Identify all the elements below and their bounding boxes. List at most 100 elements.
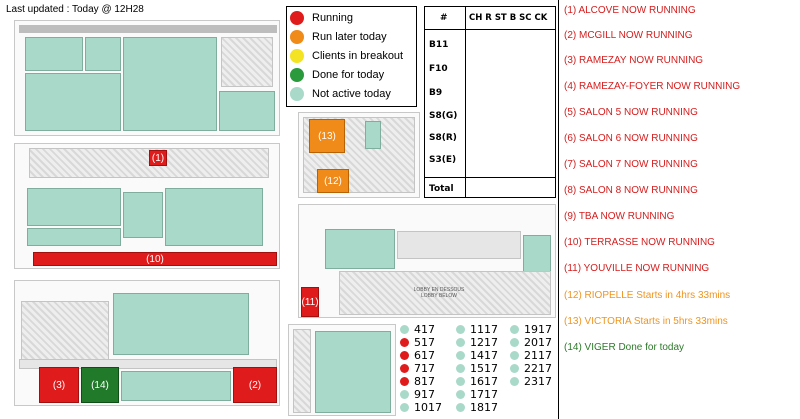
room-number-item: 1217	[456, 336, 498, 349]
room-number-label: 2217	[524, 362, 552, 375]
orange-dot-icon	[290, 30, 304, 44]
table-divider	[425, 29, 555, 30]
status-dot-icon	[510, 377, 519, 386]
room-number-label: 1517	[470, 362, 498, 375]
status-dot-icon	[400, 390, 409, 399]
room-number-label: 517	[414, 336, 435, 349]
room-number-item: 817	[400, 375, 435, 388]
room-number-item: 1417	[456, 349, 498, 362]
room-number-label: 2117	[524, 349, 552, 362]
floor-plan-3-room-a	[113, 293, 249, 355]
status-dot-icon	[456, 325, 465, 334]
room-number-label: 1017	[414, 401, 442, 414]
floor-plan-1-room-c	[85, 37, 121, 71]
room-number-item: 2117	[510, 349, 552, 362]
zone-ramezay[interactable]: (3)	[39, 367, 79, 403]
floor-plan-6-corridor	[293, 329, 311, 413]
room-number-label: 1617	[470, 375, 498, 388]
zone-youville[interactable]: (11)	[301, 287, 319, 317]
room-number-label: 1117	[470, 323, 498, 336]
floor-plan-1-room-d	[123, 37, 217, 131]
status-dot-icon	[456, 377, 465, 386]
room-status-item: (5) SALON 5 NOW RUNNING	[564, 107, 698, 118]
table-row-label: S8(R)	[429, 133, 457, 143]
room-number-label: 2317	[524, 375, 552, 388]
floor-plan-5-upper-hall	[397, 231, 521, 259]
room-number-item: 1917	[510, 323, 552, 336]
table-divider	[425, 177, 555, 178]
room-status-item: (14) VIGER Done for today	[564, 342, 685, 353]
room-number-item: 2017	[510, 336, 552, 349]
floor-plan-5-room-a	[325, 229, 395, 269]
status-dot-icon	[400, 338, 409, 347]
status-dot-icon	[510, 351, 519, 360]
room-number-item: 2317	[510, 375, 552, 388]
teal-dot-icon	[290, 87, 304, 101]
floor-plan-6	[288, 324, 396, 416]
floor-plan-2-room-d	[165, 188, 263, 246]
room-number-label: 1917	[524, 323, 552, 336]
table-row-label: S3(E)	[429, 155, 457, 165]
table-total-label: Total	[429, 184, 454, 194]
table-divider	[465, 7, 466, 197]
legend-item-run-later: Run later today	[290, 28, 387, 46]
floor-plan-4: (13) (12)	[298, 112, 420, 198]
legend-label: Run later today	[312, 31, 387, 43]
room-status-item: (11) YOUVILLE NOW RUNNING	[564, 263, 710, 274]
floor-plan-1-room-b	[25, 73, 121, 131]
room-numbers-grid: 417 517 617 717 817 917 1017 1117 1217 1…	[398, 322, 558, 419]
room-number-label: 417	[414, 323, 435, 336]
room-number-label: 817	[414, 375, 435, 388]
floor-plan-2-room-b	[27, 228, 121, 246]
legend-item-breakout: Clients in breakout	[290, 47, 403, 65]
summary-table: # CH R ST B SC CK B11 F10 B9 S8(G) S8(R)…	[424, 6, 556, 198]
room-status-item: (6) SALON 6 NOW RUNNING	[564, 133, 698, 144]
status-dot-icon	[400, 351, 409, 360]
floor-plan-1-room-a	[25, 37, 83, 71]
green-dot-icon	[290, 68, 304, 82]
room-number-item: 1617	[456, 375, 498, 388]
room-number-label: 617	[414, 349, 435, 362]
room-number-item: 617	[400, 349, 435, 362]
room-number-label: 917	[414, 388, 435, 401]
room-status-item: (9) TBA NOW RUNNING	[564, 211, 675, 222]
room-status-item: (12) RIOPELLE Starts in 4hrs 33mins	[564, 290, 731, 301]
room-number-item: 917	[400, 388, 435, 401]
zone-alcove[interactable]: (1)	[149, 150, 167, 166]
room-number-item: 1717	[456, 388, 498, 401]
floor-plan-1	[14, 20, 280, 136]
table-hash-header: #	[440, 13, 448, 23]
room-number-label: 1717	[470, 388, 498, 401]
floor-plan-5: LOBBY EN DESSOUS LOBBY BELOW (11)	[298, 204, 556, 318]
zone-terrasse[interactable]: (10)	[33, 252, 277, 266]
room-status-item: (7) SALON 7 NOW RUNNING	[564, 159, 698, 170]
legend-label: Clients in breakout	[312, 50, 404, 62]
floor-plan-4-room-a	[365, 121, 381, 149]
table-column-header: CH R ST B SC CK	[469, 13, 548, 23]
zone-mcgill[interactable]: (2)	[233, 367, 277, 403]
status-dot-icon	[400, 403, 409, 412]
legend-label: Done for today	[312, 69, 385, 81]
table-row-label: B11	[429, 40, 449, 50]
floor-plan-3-corridor	[19, 359, 277, 369]
zone-victoria[interactable]: (13)	[309, 119, 345, 153]
legend-item-done: Done for today	[290, 66, 384, 84]
room-status-item: (4) RAMEZAY-FOYER NOW RUNNING	[564, 81, 741, 92]
room-status-item: (2) MCGILL NOW RUNNING	[564, 30, 693, 41]
status-dot-icon	[510, 338, 519, 347]
floor-plan-1-service	[221, 37, 273, 87]
floor-plan-6-room-a	[315, 331, 391, 413]
room-number-item: 517	[400, 336, 435, 349]
room-number-label: 1817	[470, 401, 498, 414]
legend-item-not-active: Not active today	[290, 85, 391, 103]
zone-riopelle[interactable]: (12)	[317, 169, 349, 193]
floor-plan-1-corridor	[19, 25, 277, 33]
floor-plan-2: (1) (10)	[14, 143, 280, 269]
zone-viger[interactable]: (14)	[81, 367, 119, 403]
floor-plan-5-room-b	[523, 235, 551, 275]
status-dot-icon	[456, 351, 465, 360]
room-number-item: 1517	[456, 362, 498, 375]
floor-plan-2-room-a	[27, 188, 121, 226]
room-status-item: (10) TERRASSE NOW RUNNING	[564, 237, 715, 248]
legend-label: Not active today	[312, 88, 391, 100]
